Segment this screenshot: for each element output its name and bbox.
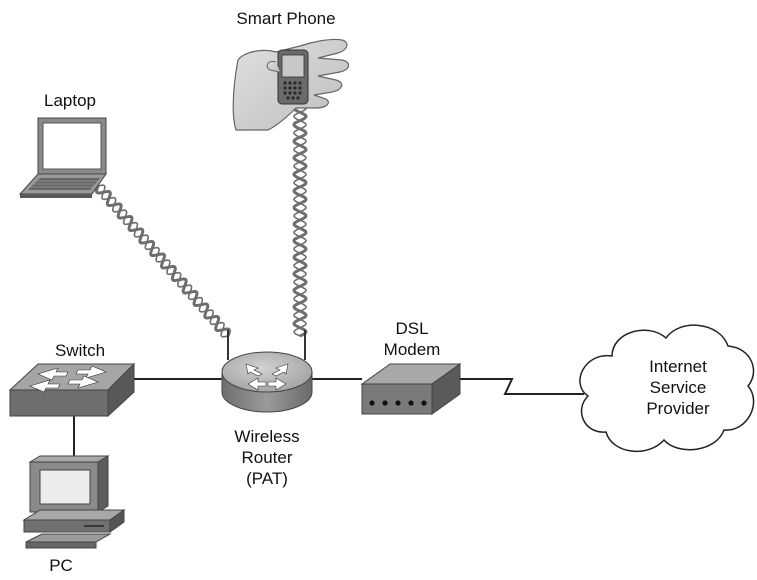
helix-strand xyxy=(97,184,229,338)
switch-label: Switch xyxy=(54,341,106,360)
laptop-label: Laptop xyxy=(44,91,96,110)
laptop-icon xyxy=(18,117,107,198)
pc-label: PC xyxy=(49,556,73,575)
isp-label-line-2: Service xyxy=(649,378,707,397)
cloud-icon xyxy=(579,324,755,453)
smart-phone-label: Smart Phone xyxy=(236,9,336,28)
switch-icon xyxy=(8,362,136,418)
isp-label-line-3: Provider xyxy=(646,399,710,418)
wireless-link-laptop xyxy=(94,184,232,338)
dsl-modem-label: DSL Modem xyxy=(372,318,452,360)
pc-icon xyxy=(22,455,126,549)
dsl-modem-icon xyxy=(360,363,462,415)
dsl-modem-label-line-2: Modem xyxy=(383,340,441,359)
helix-strand xyxy=(293,103,307,337)
link-modem-isp-serial xyxy=(460,378,584,395)
smart-phone-icon xyxy=(232,38,350,131)
wireless-link-smart-phone xyxy=(292,102,308,338)
dsl-modem-label-line-1: DSL xyxy=(395,319,429,338)
isp-label-line-1: Internet xyxy=(649,357,707,376)
wireless-router-icon xyxy=(221,330,313,413)
wireless-router-label-line-1: Wireless xyxy=(234,427,300,446)
wireless-router-label-line-3: (PAT) xyxy=(246,469,288,488)
wired-links xyxy=(73,378,584,462)
isp-label: Internet Service Provider xyxy=(618,356,738,419)
wireless-router-label: Wireless Router (PAT) xyxy=(212,426,322,489)
wireless-router-label-line-2: Router xyxy=(241,448,293,467)
